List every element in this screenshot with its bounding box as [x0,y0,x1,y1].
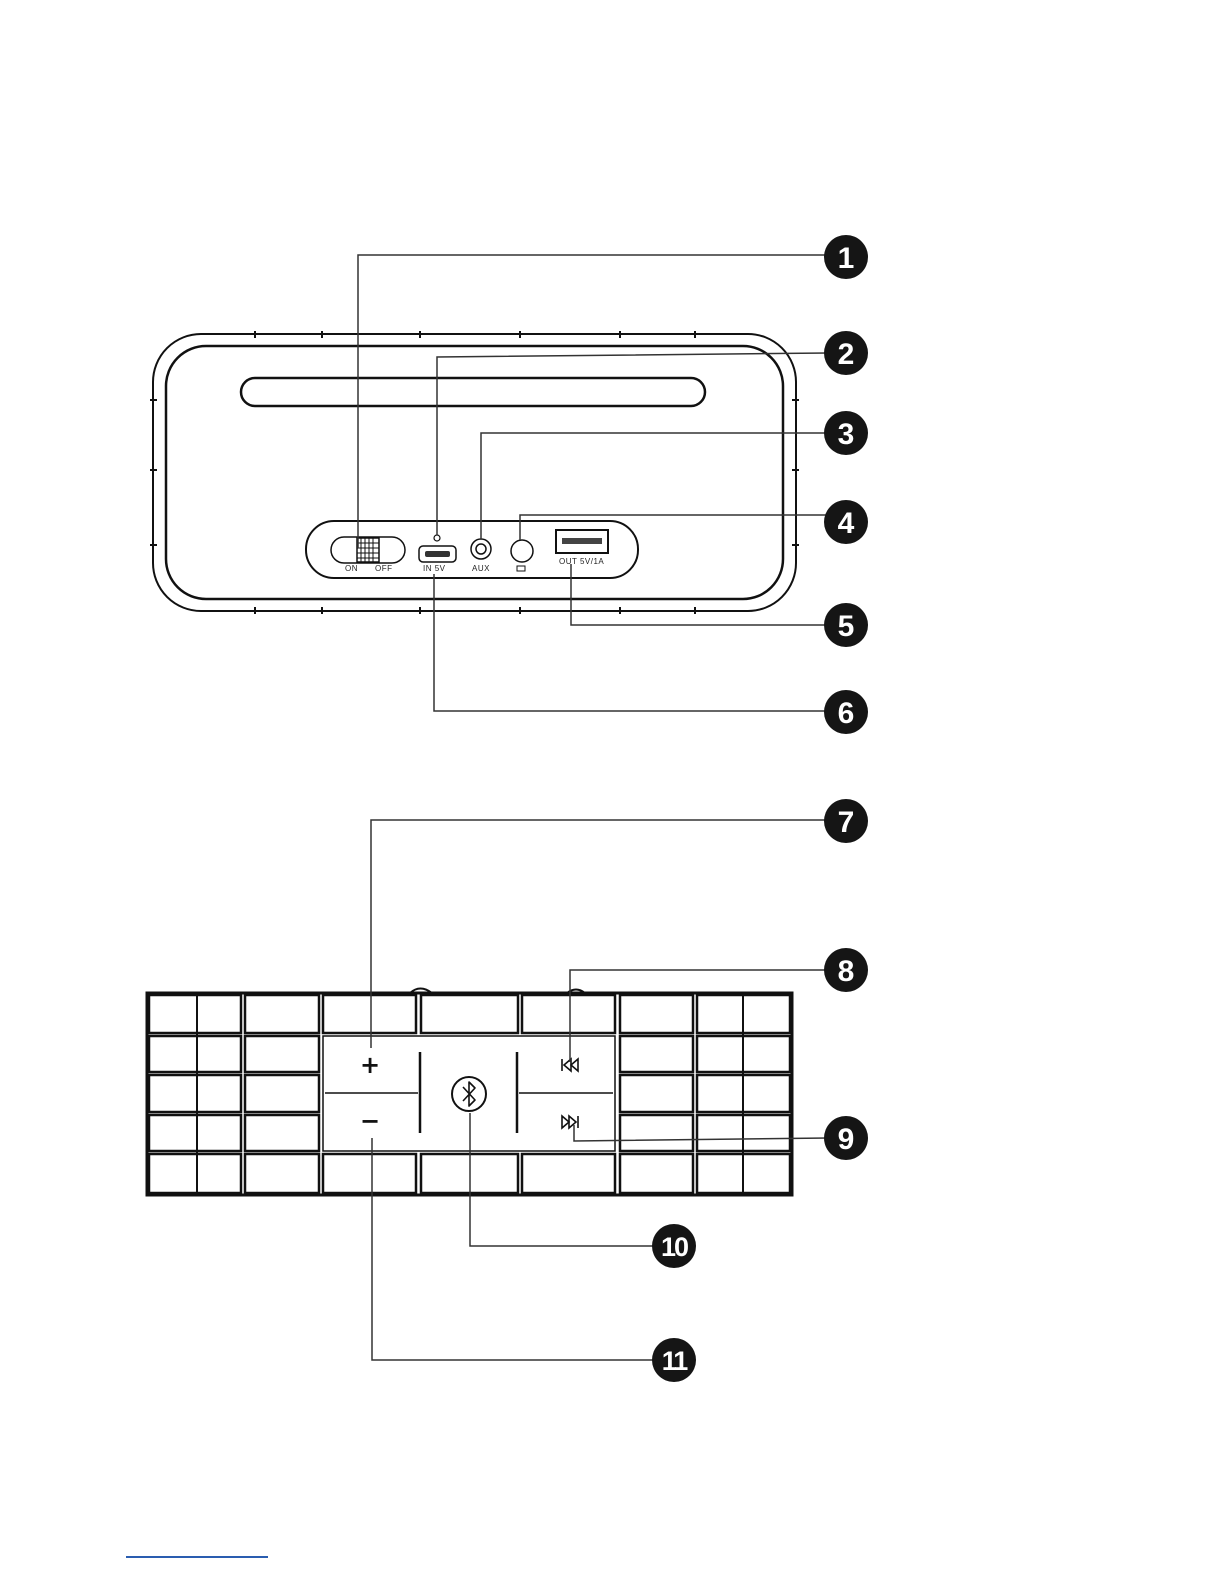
leader-line-5 [571,564,828,625]
leader-line-11 [372,1138,655,1360]
callout-11-number: 11 [662,1346,689,1376]
callout-9: 9 [824,1116,868,1160]
speaker-top-view: + − [147,820,828,1360]
card-slot[interactable] [511,540,533,571]
callout-1: 1 [824,235,868,279]
callout-11: 11 [652,1338,696,1382]
callout-10: 10 [652,1224,696,1268]
leader-line-6 [434,574,828,711]
callout-4: 4 [824,500,868,544]
volume-down-button[interactable]: − [360,1107,380,1135]
callout-3: 3 [824,411,868,455]
leader-line-7 [371,820,828,1048]
callout-2: 2 [824,331,868,375]
footer-link-underline[interactable] [126,1556,268,1558]
usb-output-label: OUT 5V/1A [559,557,604,566]
callout-2-number: 2 [838,338,855,371]
callout-6: 6 [824,690,868,734]
callout-7: 7 [824,799,868,843]
aux-label: AUX [472,564,490,573]
callout-1-number: 1 [838,242,855,275]
callout-4-number: 4 [838,507,855,540]
usb-output-port[interactable] [556,530,608,553]
dc-input-port[interactable] [419,546,456,562]
aux-input-jack[interactable] [471,539,491,559]
leader-line-1 [358,255,828,548]
callout-9-number: 9 [838,1123,855,1156]
callout-10-number: 10 [661,1232,688,1262]
handle-slot [241,378,705,406]
dc-input-label: IN 5V [423,564,446,573]
volume-down-symbol: − [360,1107,380,1135]
volume-up-symbol: + [360,1051,380,1079]
callout-3-number: 3 [838,418,855,451]
speaker-inner-panel [166,346,783,599]
callout-8-number: 8 [838,955,855,988]
callout-8: 8 [824,948,868,992]
callout-7-number: 7 [838,806,855,839]
power-switch[interactable] [331,537,405,563]
leader-line-3 [481,433,828,539]
callout-6-number: 6 [838,697,855,730]
leader-line-2 [437,353,828,535]
switch-on-label: ON [345,564,358,573]
callout-5-number: 5 [838,610,855,643]
speaker-back-view: ON OFF IN 5V AUX OUT 5V/1A [150,255,828,711]
switch-off-label: OFF [375,564,393,573]
charging-indicator [434,535,440,541]
volume-up-button[interactable]: + [360,1051,380,1079]
callout-5: 5 [824,603,868,647]
